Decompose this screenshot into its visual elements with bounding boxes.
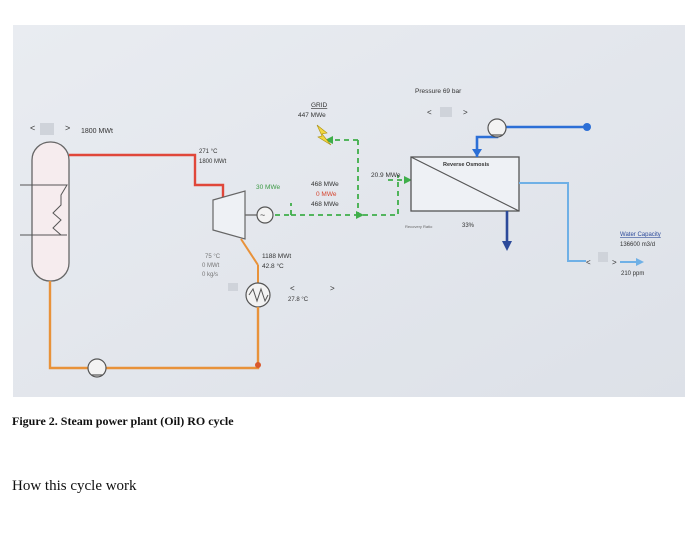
figure-caption: Figure 2. Steam power plant (Oil) RO cyc… xyxy=(12,414,234,428)
exhaust-line xyxy=(240,238,259,266)
product-water-line xyxy=(519,182,586,262)
recovery-value: 33% xyxy=(462,223,475,229)
split-total: 468 MWe xyxy=(311,181,339,188)
condenser-power: 1188 MWt xyxy=(262,253,291,260)
boiler xyxy=(31,141,70,282)
water-capacity-value: 136600 m3/d xyxy=(620,242,655,248)
water-ppm: 210 ppm xyxy=(621,271,644,277)
steam-temperature: 271 °C xyxy=(199,149,218,155)
recovery-label: Recovery Ratio xyxy=(405,224,433,229)
product-water-arrow xyxy=(636,258,644,266)
boiler-nav-left[interactable]: < xyxy=(30,123,35,133)
turbine-output: 30 MWe xyxy=(256,184,280,191)
grid-power: 447 MWe xyxy=(298,112,326,119)
water-nav-left[interactable]: < xyxy=(586,258,591,267)
steam-line xyxy=(69,153,225,200)
condensate-power: 0 MWt xyxy=(202,263,220,269)
grid-label: GRID xyxy=(311,102,328,109)
feed-pump xyxy=(87,358,107,378)
turbine xyxy=(212,190,246,240)
boiler-power: 1800 MWt xyxy=(81,128,113,135)
condenser-temperature: 42.8 °C xyxy=(262,262,284,270)
condenser-nav-left[interactable]: < xyxy=(290,284,295,293)
condenser-nav-right[interactable]: > xyxy=(330,284,335,293)
grid-arrow xyxy=(325,136,333,144)
boiler-nav-right[interactable]: > xyxy=(65,123,70,133)
pressure-nav-right[interactable]: > xyxy=(463,108,468,117)
generator xyxy=(256,206,274,224)
seawater-arrow xyxy=(472,149,482,157)
photo-background xyxy=(13,25,685,397)
split-zero: 0 MWe xyxy=(316,191,337,198)
brine-arrow xyxy=(502,241,512,251)
steam-power: 1800 MWt xyxy=(199,159,227,165)
pressure-label: Pressure 69 bar xyxy=(415,88,462,95)
ro-label: Reverse Osmosis xyxy=(443,162,489,168)
condenser-coil xyxy=(248,287,269,303)
question-text: How this cycle work xyxy=(12,478,137,494)
boiler-coil xyxy=(20,184,68,236)
hp-pump xyxy=(487,118,507,138)
condensate-flow: 0 kg/s xyxy=(202,272,218,278)
generator-symbol: ~ xyxy=(260,210,265,220)
condensate-node xyxy=(255,362,261,368)
ro-input-power: 20.9 MWe xyxy=(371,172,401,179)
condensate-line xyxy=(48,281,260,370)
boiler-slider xyxy=(40,123,54,135)
cooling-temperature: 27.8 °C xyxy=(288,297,309,303)
bus-arrow xyxy=(356,211,364,219)
ro-membrane xyxy=(410,156,520,212)
condenser-slider xyxy=(228,283,238,291)
water-slider xyxy=(598,252,608,262)
water-nav-right[interactable]: > xyxy=(612,258,617,267)
condensate-temperature: 75 °C xyxy=(205,254,221,260)
lightning-icon xyxy=(316,124,332,146)
split-net: 468 MWe xyxy=(311,201,339,208)
pressure-slider xyxy=(440,107,452,117)
pressure-nav-left[interactable]: < xyxy=(427,108,432,117)
ro-power-arrow xyxy=(404,176,412,184)
plant-diagram-photo: ~ < > 1800 MWt 271 °C 1800 MWt xyxy=(13,25,685,397)
seawater-intake xyxy=(583,123,591,131)
water-capacity-label: Water Capacity xyxy=(620,232,661,238)
